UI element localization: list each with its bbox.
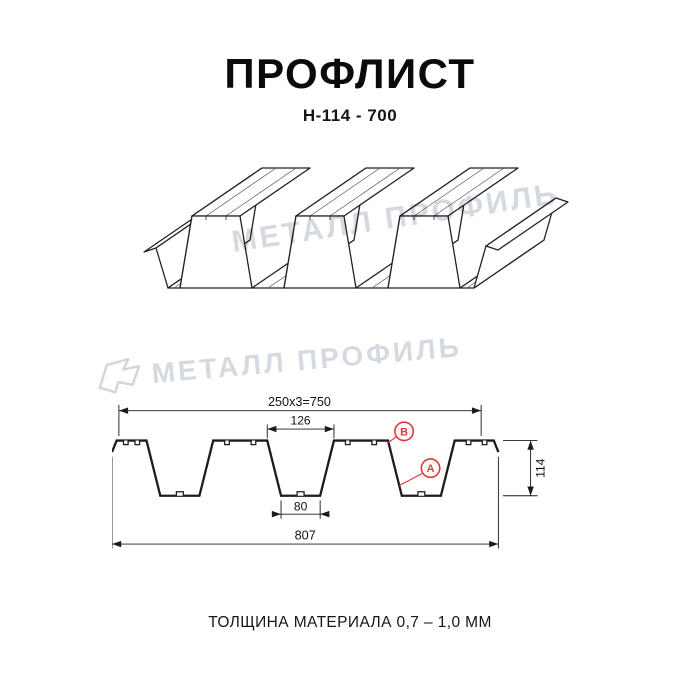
dimension-80: 80 <box>271 500 330 519</box>
dimension-126: 126 <box>266 413 335 439</box>
marker-b-circle <box>394 421 415 442</box>
dim-807-label: 807 <box>295 528 316 542</box>
marker-a: А <box>399 458 441 486</box>
dim-80-label: 80 <box>294 500 308 514</box>
page-title: ПРОФЛИСТ <box>224 50 476 97</box>
marker-b: В <box>387 421 415 444</box>
right-edge-3d <box>473 197 569 289</box>
dimension-807: 807 <box>112 456 499 549</box>
marker-b-label: В <box>400 426 408 438</box>
dim-126-label: 126 <box>291 413 311 427</box>
profile-model-subtitle: Н-114 - 700 <box>302 106 398 125</box>
flange-grooves <box>122 440 488 446</box>
valley-grooves <box>175 491 426 496</box>
dimension-114: 114 <box>502 440 547 497</box>
marker-a-label: А <box>427 463 435 475</box>
dim-750-label: 250x3=750 <box>268 395 331 409</box>
watermark-bottom: МЕТАЛЛ ПРОФИЛЬ <box>94 328 463 398</box>
profile-cross-section-drawing: 250x3=750 126 80 807 <box>112 395 547 549</box>
marker-a-circle <box>420 458 441 479</box>
profile-3d-drawing <box>143 167 569 289</box>
material-thickness-note: ТОЛЩИНА МАТЕРИАЛА 0,7 – 1,0 ММ <box>208 614 492 631</box>
dim-114-label: 114 <box>533 458 547 478</box>
dimension-750: 250x3=750 <box>118 395 482 436</box>
watermark-text: МЕТАЛЛ ПРОФИЛЬ <box>150 331 463 390</box>
rib-2-3d <box>283 167 459 289</box>
